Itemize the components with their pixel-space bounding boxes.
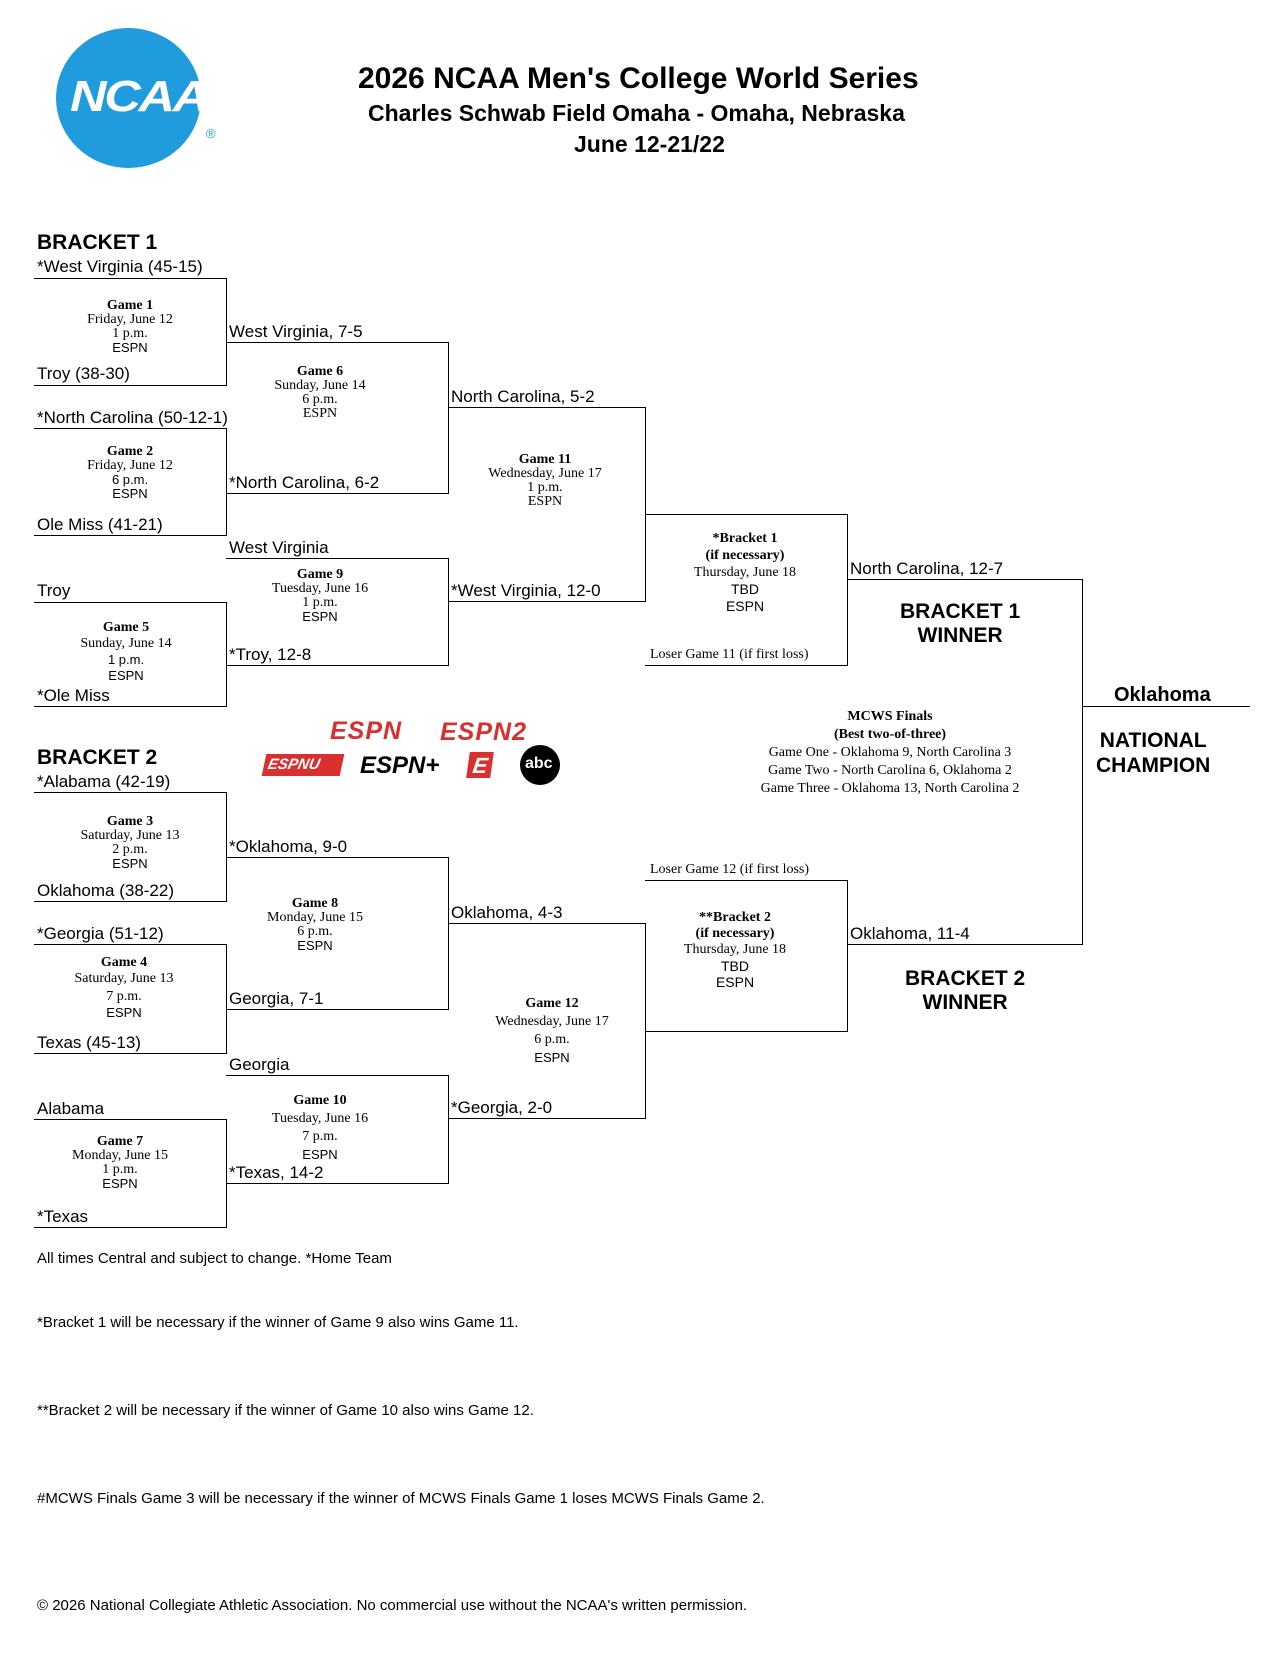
result-g5: *Troy, 12-8 [229,645,312,664]
ncaa-logo: NCAA ® [56,28,216,168]
venue-subtitle: Charles Schwab Field Omaha - Omaha, Nebr… [368,100,905,126]
espn2-logo: ESPN2 [440,718,527,746]
result-g12: Oklahoma, 11-4 [850,924,970,943]
team-west-virginia: *West Virginia (45-15) [37,257,203,276]
times-note: All times Central and subject to change.… [37,1250,392,1267]
team-alabama: *Alabama (42-19) [37,772,171,791]
team-texas: Texas (45-13) [37,1033,141,1052]
g5-team-top: Troy [37,581,71,600]
bracket2-heading: BRACKET 2 [37,746,158,769]
g7-team-top: Alabama [37,1099,105,1118]
bracket1-heading: BRACKET 1 [37,231,158,254]
result-g1: West Virginia, 7-5 [229,322,363,341]
team-north-carolina: *North Carolina (50-12-1) [37,408,228,427]
team-oklahoma: Oklahoma (38-22) [37,881,175,900]
espnu-logo: ESPNU [261,754,345,776]
dates-subtitle: June 12-21/22 [574,131,725,157]
ncaa-logo-text: NCAA [70,72,209,121]
bracket2-if-info: **Bracket 2(if necessary)Thursday, June … [683,910,787,990]
result-g2: *North Carolina, 6-2 [229,473,380,492]
result-g10: *Georgia, 2-0 [451,1098,553,1117]
result-g6: North Carolina, 5-2 [451,387,595,406]
page-title: 2026 NCAA Men's College World Series [358,62,919,95]
espn-logo: ESPN [330,717,403,745]
g9-team-top: West Virginia [229,538,329,557]
g10-team-top: Georgia [229,1055,290,1074]
abc-logo: abc [520,745,560,785]
result-g4: Georgia, 7-1 [229,989,324,1008]
bracket1-if-info: *Bracket 1(if necessary)Thursday, June 1… [693,531,797,614]
team-georgia: *Georgia (51-12) [37,924,164,943]
champion-team: Oklahoma [1114,684,1211,706]
result-g9: *West Virginia, 12-0 [451,581,601,600]
bracket1-note: *Bracket 1 will be necessary if the winn… [37,1314,519,1331]
espn-plus-logo: ESPN+ [360,752,440,779]
espn-e-logo: E [466,752,494,778]
loser-g11: Loser Game 11 (if first loss) [650,647,809,662]
team-troy: Troy (38-30) [37,364,130,383]
finals-note: #MCWS Finals Game 3 will be necessary if… [37,1490,765,1507]
bracket2-note: **Bracket 2 will be necessary if the win… [37,1402,534,1419]
g7-team-bottom: *Texas [37,1207,89,1226]
g5-team-bottom: *Ole Miss [37,686,110,705]
result-g8: Oklahoma, 4-3 [451,903,563,922]
result-g11: North Carolina, 12-7 [850,559,1004,578]
team-ole-miss: Ole Miss (41-21) [37,515,163,534]
mcws-finals-info: MCWS Finals (Best two-of-three) Game One… [760,709,1020,796]
registered-mark: ® [206,126,216,141]
result-g3: *Oklahoma, 9-0 [229,837,348,856]
copyright-note: © 2026 National Collegiate Athletic Asso… [37,1597,748,1614]
result-g7: *Texas, 14-2 [229,1163,324,1182]
loser-g12: Loser Game 12 (if first loss) [650,862,810,877]
